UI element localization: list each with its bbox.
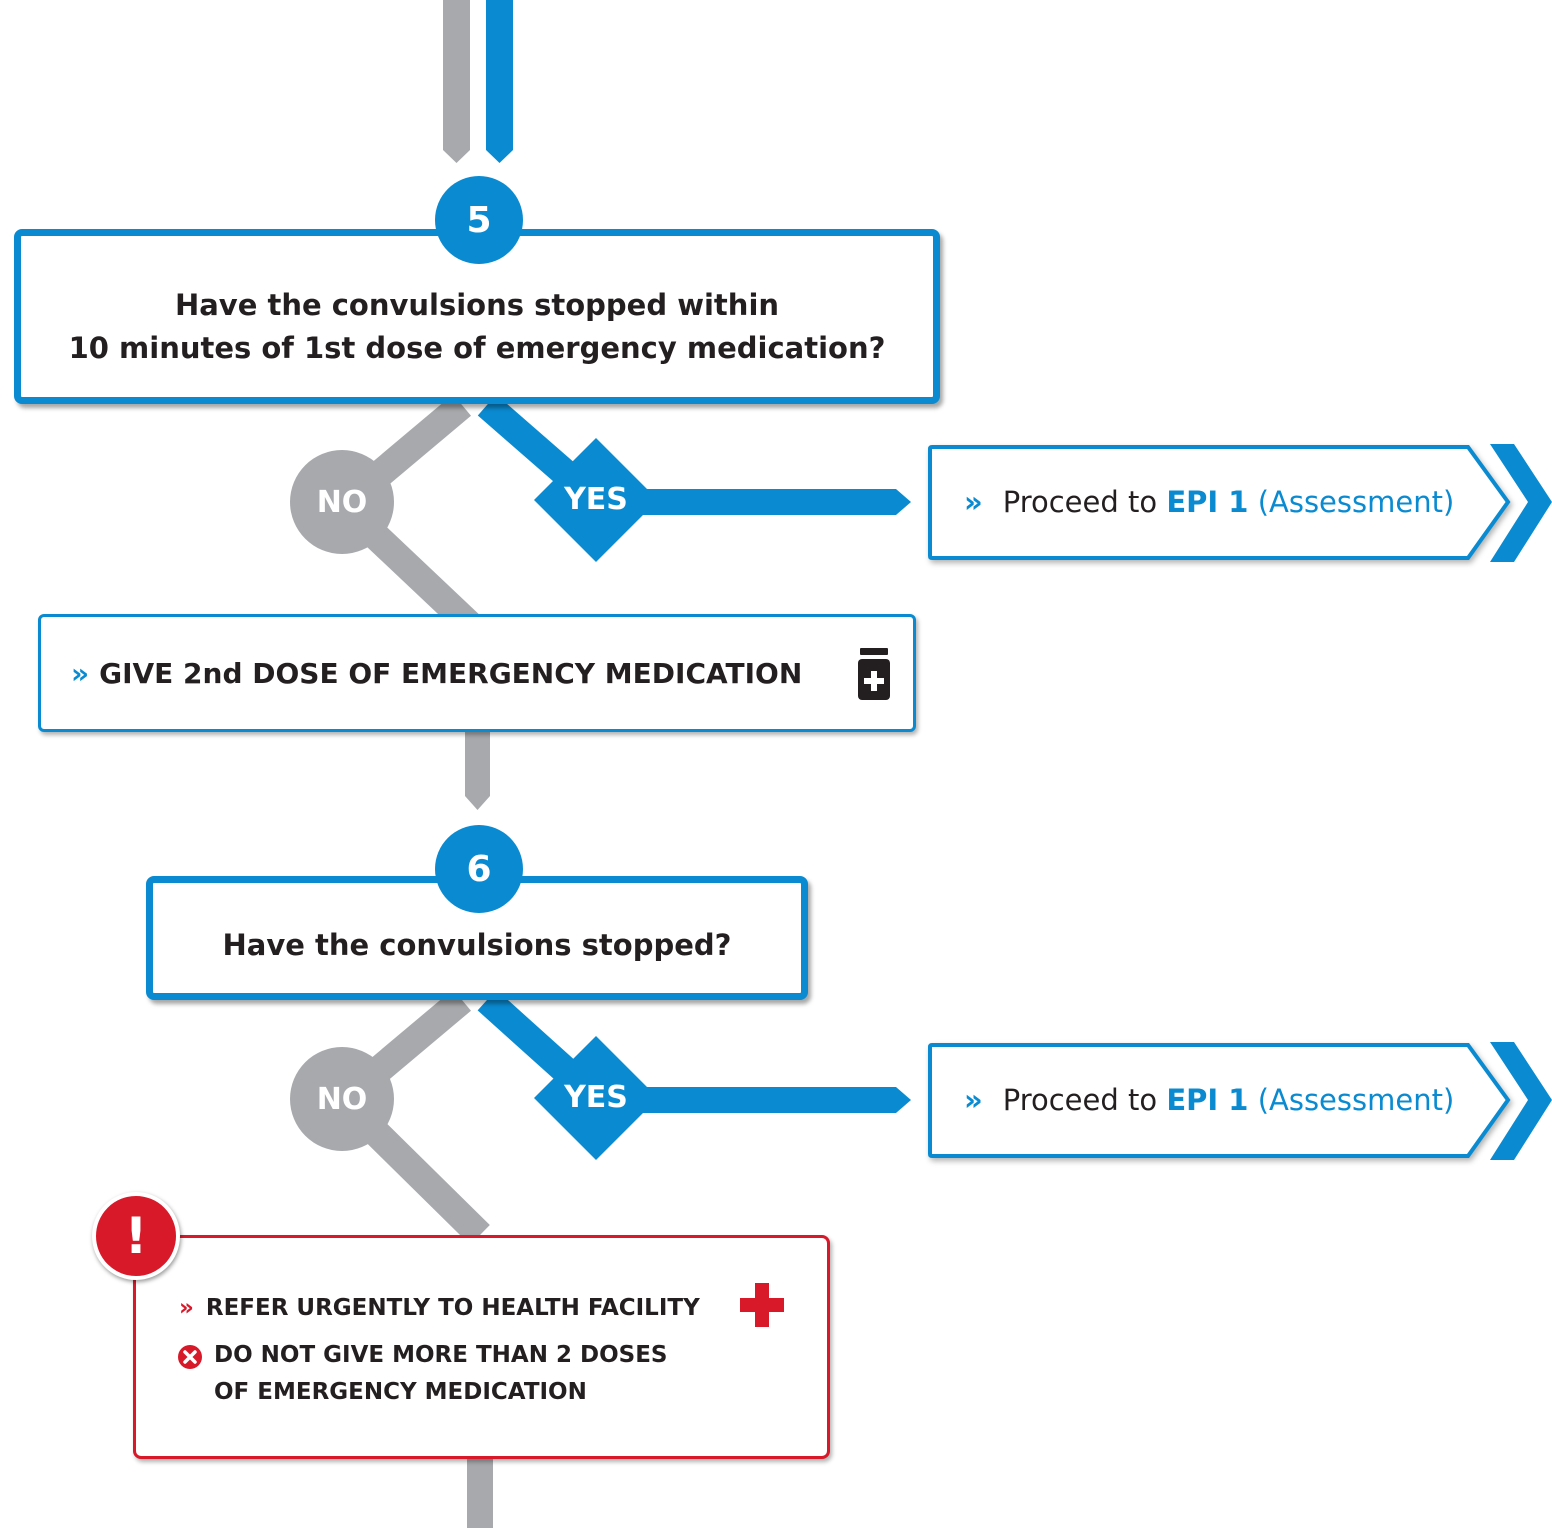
double-chevron-icon: » [179,1295,194,1321]
yes-label-6: YES [564,1080,628,1115]
outcome-box-6-outline [928,1043,1511,1158]
step-number-5: 5 [435,176,523,264]
outgoing-connector [467,1459,493,1528]
connector-action-to-6 [465,732,490,810]
question-5-line1: Have the convulsions stopped within [174,288,780,322]
medication-bottle-icon [858,648,890,700]
yes-diamond-6 [534,1036,658,1160]
incoming-blue-arrow [486,0,513,163]
outcome-chevron-6 [1490,1042,1552,1160]
urgent-referral-box: » REFER URGENTLY TO HEALTH FACILITY DO NO… [133,1235,830,1459]
do-not-line2: OF EMERGENCY MEDICATION [214,1379,587,1405]
refer-urgently-line: » REFER URGENTLY TO HEALTH FACILITY [179,1295,700,1321]
step-number-6: 6 [435,825,523,913]
question-box-6: Have the convulsions stopped? [146,876,808,1000]
action-box-2nd-dose: » GIVE 2nd DOSE OF EMERGENCY MEDICATION [38,614,916,732]
red-cross-icon [740,1283,784,1327]
refer-urgently-text: REFER URGENTLY TO HEALTH FACILITY [205,1295,700,1321]
double-chevron-icon: » [964,1083,983,1117]
question-6-text: Have the convulsions stopped? [222,928,732,962]
no-label-5: NO [290,450,394,554]
yes-arrow-5 [640,489,911,515]
incoming-grey-arrow [443,0,470,163]
yes-arrow-6 [640,1087,911,1113]
yes-label-5: YES [564,482,628,517]
action-2nd-dose-label: GIVE 2nd DOSE OF EMERGENCY MEDICATION [99,657,803,690]
x-circle-icon [178,1345,202,1369]
double-chevron-icon: » [71,657,90,690]
double-chevron-icon: » [964,485,983,519]
exclamation-icon: ! [92,1192,180,1280]
outcome-box-5-outline [928,445,1511,560]
proceed-prefix-5: Proceed to [1002,485,1158,519]
outcome-5-text[interactable]: » Proceed to EPI 1 (Assessment) [964,485,1454,519]
assessment-section-6: (Assessment) [1257,1083,1455,1117]
do-not-line1: DO NOT GIVE MORE THAN 2 DOSES [214,1342,668,1368]
action-2nd-dose-text: » GIVE 2nd DOSE OF EMERGENCY MEDICATION [71,657,802,690]
question-5-line2: 10 minutes of 1st dose of emergency medi… [68,331,886,365]
proceed-prefix-6: Proceed to [1002,1083,1158,1117]
outcome-6-text[interactable]: » Proceed to EPI 1 (Assessment) [964,1083,1454,1117]
epi-module-link-5[interactable]: EPI 1 [1166,485,1249,519]
assessment-section-5: (Assessment) [1257,485,1455,519]
epi-module-link-6[interactable]: EPI 1 [1166,1083,1249,1117]
outcome-chevron-5 [1490,444,1552,562]
yes-diamond-5 [534,438,658,562]
no-label-6: NO [290,1047,394,1151]
